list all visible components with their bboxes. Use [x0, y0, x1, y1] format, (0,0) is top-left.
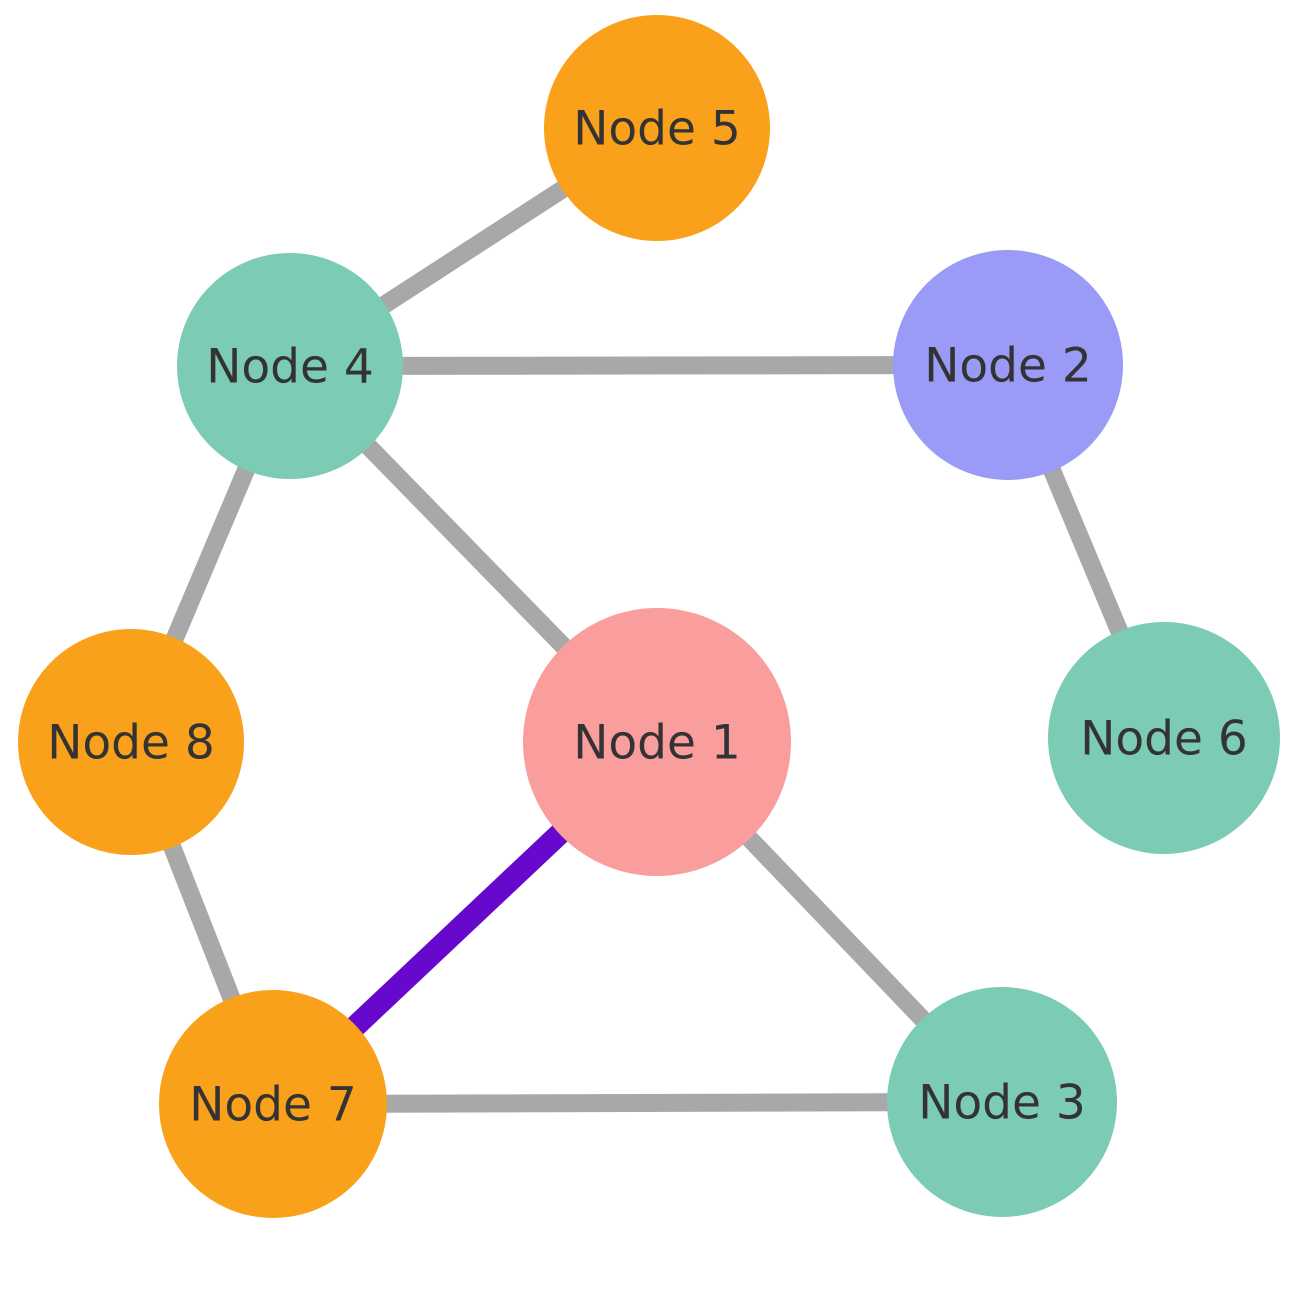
- graph-node-node1[interactable]: Node 1: [523, 608, 791, 876]
- node2-circle[interactable]: [893, 250, 1123, 480]
- graph-edge-node4-node2: [289, 356, 1009, 375]
- graph-node-node3[interactable]: Node 3: [887, 987, 1117, 1217]
- nodes-layer: Node 1 Node 2 Node 3 Node 4 Node 5 Node 6 Node…: [18, 15, 1280, 1218]
- graph-node-node8[interactable]: Node 8: [18, 629, 244, 855]
- node5-circle[interactable]: [544, 15, 770, 241]
- node3-circle[interactable]: [887, 987, 1117, 1217]
- node1-circle[interactable]: [523, 608, 791, 876]
- graph-edge-node7-node3: [272, 1093, 1003, 1113]
- node7-circle[interactable]: [159, 990, 387, 1218]
- node6-circle[interactable]: [1048, 622, 1280, 854]
- graph-node-node7[interactable]: Node 7: [159, 990, 387, 1218]
- graph-node-node2[interactable]: Node 2: [893, 250, 1123, 480]
- graph-node-node4[interactable]: Node 4: [177, 253, 403, 479]
- node8-circle[interactable]: [18, 629, 244, 855]
- graph-node-node5[interactable]: Node 5: [544, 15, 770, 241]
- graph-node-node6[interactable]: Node 6: [1048, 622, 1280, 854]
- node4-circle[interactable]: [177, 253, 403, 479]
